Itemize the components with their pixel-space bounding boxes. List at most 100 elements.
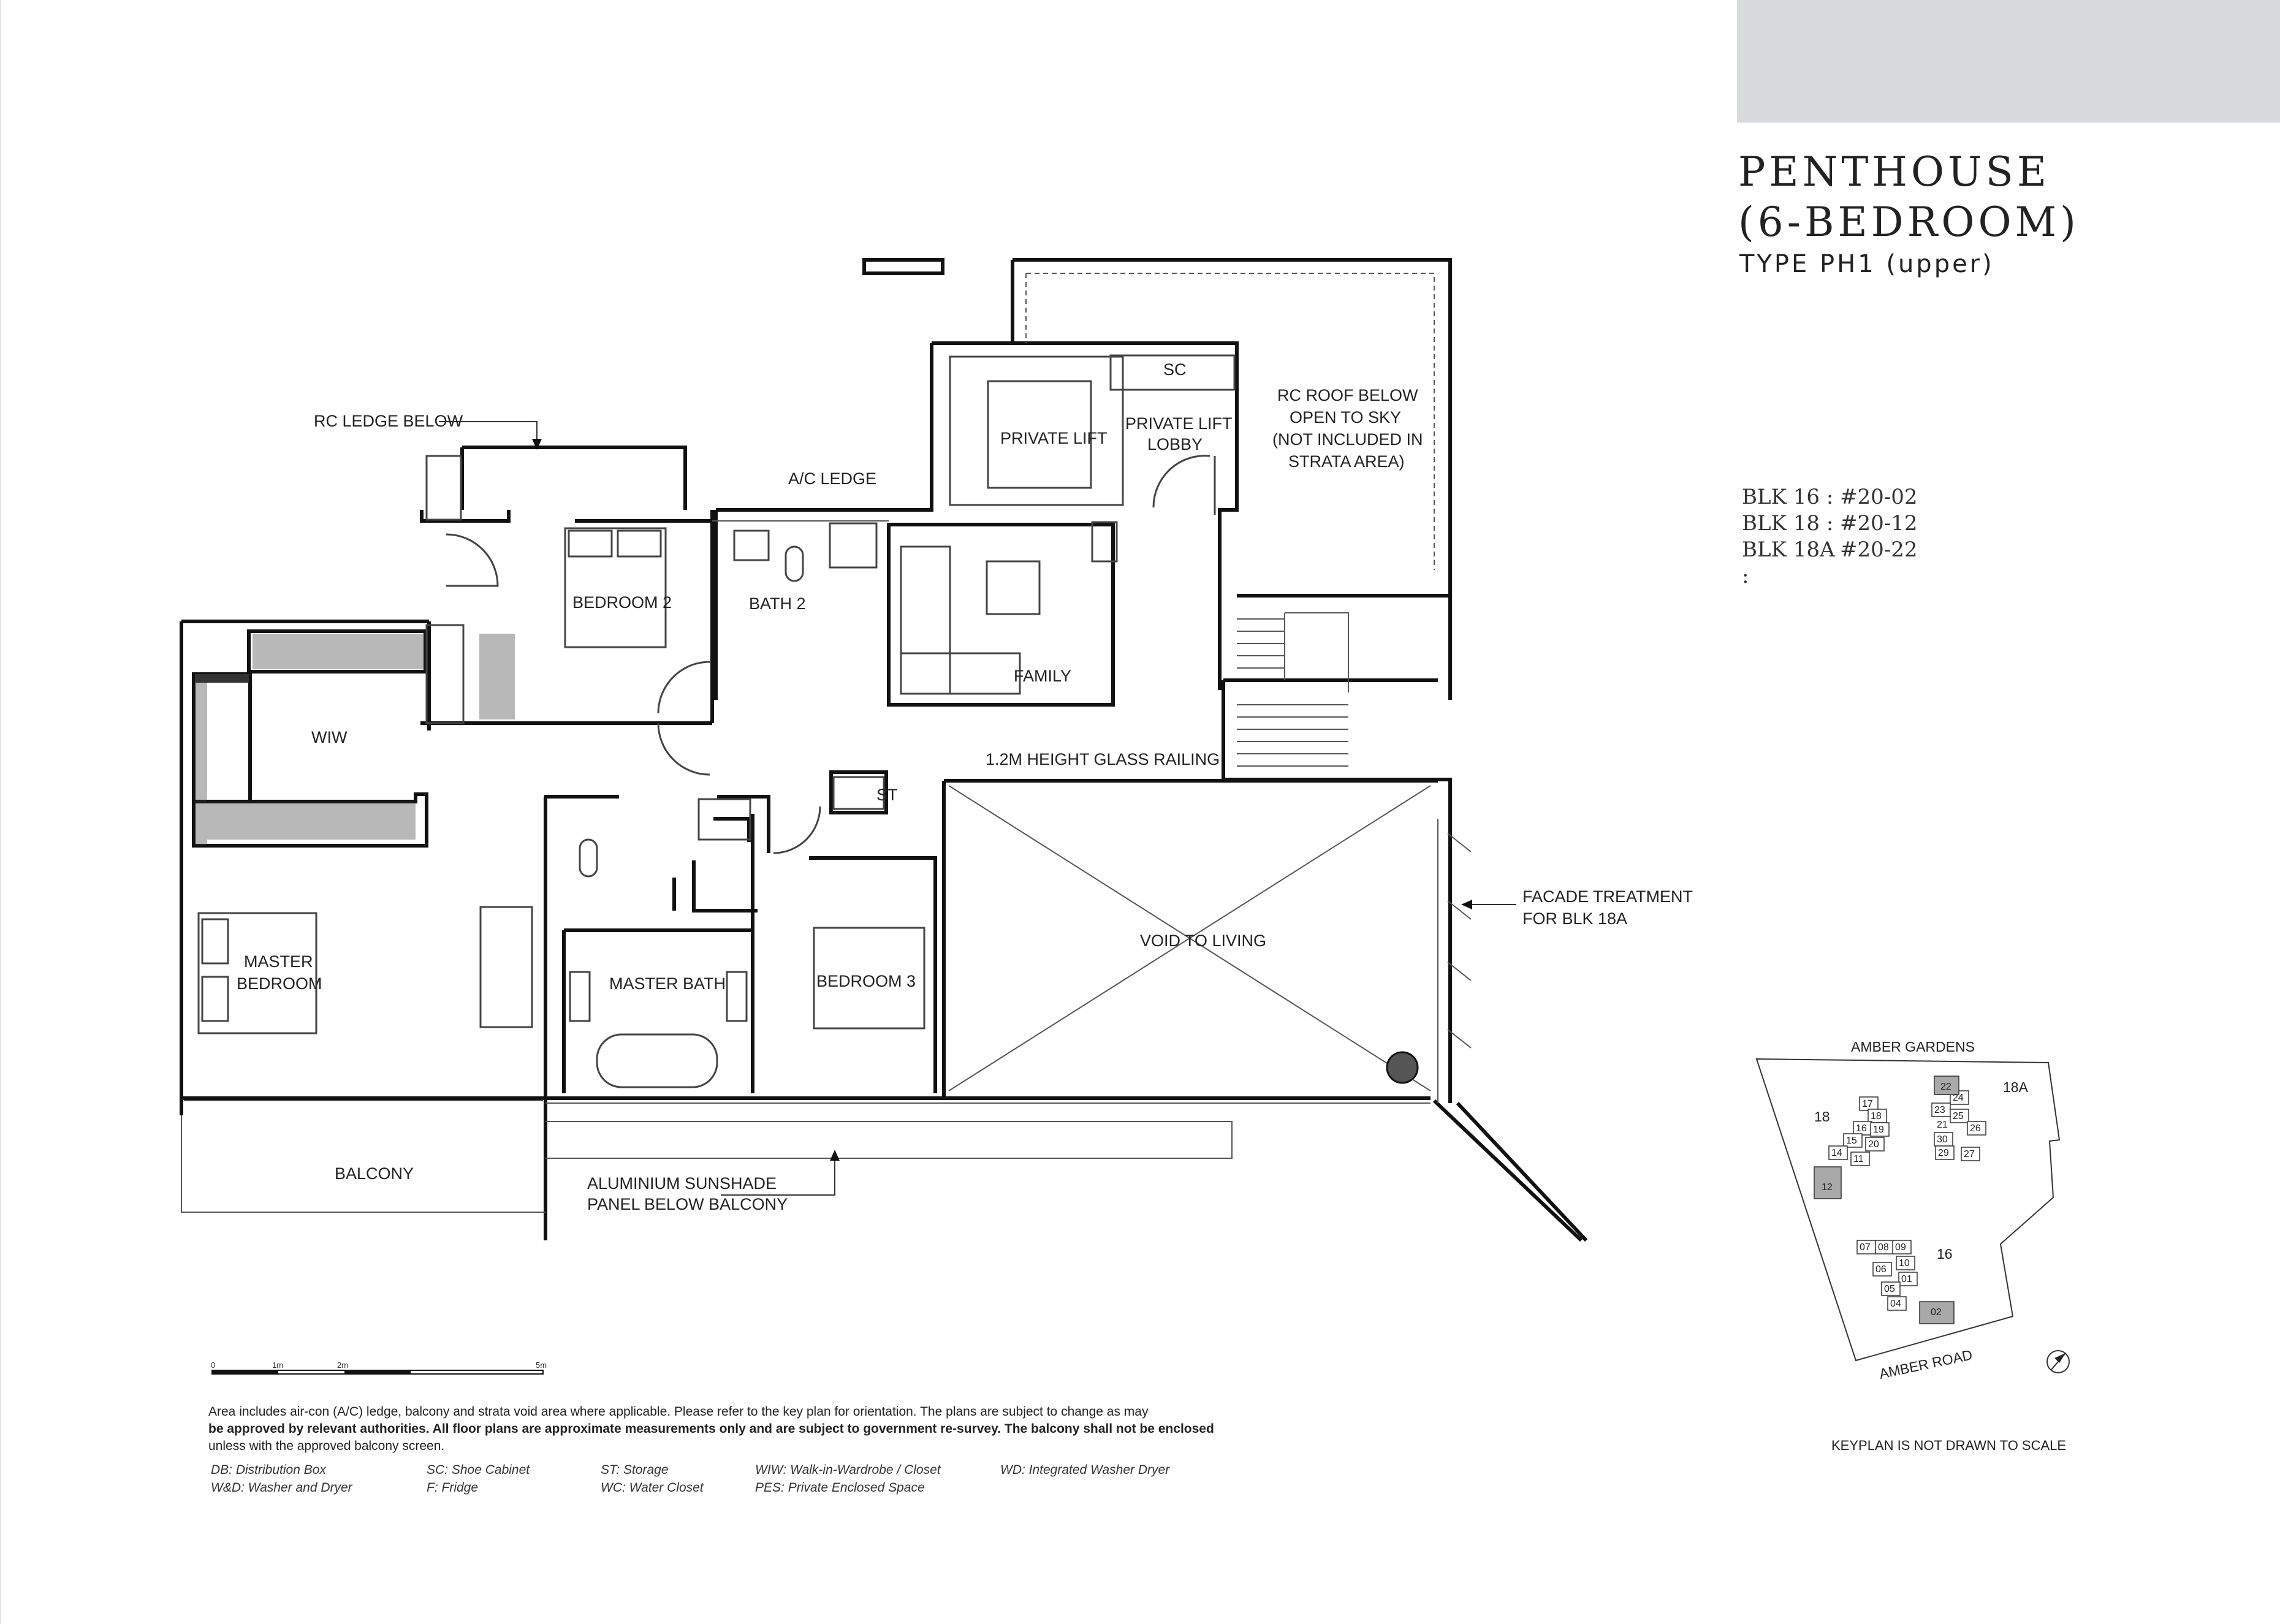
door-swing xyxy=(1152,455,1210,508)
wall xyxy=(562,928,754,1093)
wall xyxy=(932,341,1239,690)
abbr-item: WD: Integrated Washer Dryer xyxy=(1000,1463,1170,1477)
keyplan-unit: 14 xyxy=(1831,1148,1842,1158)
sofa xyxy=(900,545,951,695)
bathtub xyxy=(596,1033,718,1088)
label-rc-roof: OPEN TO SKY xyxy=(1290,408,1401,427)
door-swing xyxy=(773,806,821,854)
label-sc: SC xyxy=(1163,360,1187,379)
wall xyxy=(887,523,1115,707)
label-glass-railing: 1.2M HEIGHT GLASS RAILING xyxy=(986,750,1220,768)
abbr-item: DB: Distribution Box xyxy=(211,1463,326,1477)
wall xyxy=(1432,1099,1583,1242)
header-tab xyxy=(1737,0,2280,123)
label-facade: FOR BLK 18A xyxy=(1522,909,1627,928)
label-balcony: BALCONY xyxy=(335,1164,414,1183)
label-ac-ledge: A/C LEDGE xyxy=(788,469,876,488)
wall xyxy=(180,620,431,1115)
coffee-table xyxy=(986,560,1041,615)
master-pillow xyxy=(201,918,229,965)
page-edge xyxy=(0,0,1,1624)
wall xyxy=(545,781,1431,1100)
block-label: BLK 18A : xyxy=(1742,537,1835,588)
label-sunshade: ALUMINIUM SUNSHADE xyxy=(587,1174,777,1193)
wall xyxy=(1011,258,1452,700)
label-master-bath: MASTER BATH xyxy=(609,974,726,993)
keyplan-unit: 20 xyxy=(1868,1139,1879,1150)
highlight-unit xyxy=(1934,1076,1959,1095)
column-marker xyxy=(1386,1051,1419,1084)
unit-row: BLK 18 :#20-12 xyxy=(1742,510,1918,537)
lift-shaft xyxy=(949,355,1124,506)
keyplan-unit: 15 xyxy=(1846,1136,1857,1146)
scale-tick: 5m xyxy=(536,1360,547,1370)
keyplan-unit: 02 xyxy=(1931,1307,1942,1318)
keyplan-unit: 29 xyxy=(1938,1148,1949,1158)
keyplan-unit: 19 xyxy=(1873,1125,1884,1135)
keyplan: 17 18 16 19 15 20 14 11 12 22 24 23 25 2… xyxy=(1755,1039,2070,1382)
small-shower xyxy=(1091,521,1118,563)
keyplan-unit: 06 xyxy=(1875,1264,1887,1275)
abbr-item: WIW: Walk-in-Wardrobe / Closet xyxy=(755,1463,941,1477)
wall xyxy=(192,792,428,848)
unit-row: BLK 18A :#20-22 xyxy=(1742,537,1918,590)
door-swing xyxy=(657,723,710,776)
label-family: FAMILY xyxy=(1014,667,1071,685)
void-diagonal-2 xyxy=(948,785,1431,1091)
label-rc-roof: (NOT INCLUDED IN xyxy=(1272,430,1423,449)
sofa-master xyxy=(479,906,533,1028)
balcony-rail xyxy=(184,1100,1431,1104)
label-sunshade: PANEL BELOW BALCONY xyxy=(587,1195,788,1213)
bed xyxy=(564,527,667,648)
unit-number: #20-02 xyxy=(1840,485,1918,509)
stair-treads xyxy=(1237,612,1349,767)
keyplan-unit: 25 xyxy=(1953,1111,1964,1121)
scale-tick: 1m xyxy=(272,1360,283,1370)
label-lift-lobby: LOBBY xyxy=(1147,435,1203,453)
disclaimer-line: unless with the approved balcony screen. xyxy=(208,1439,445,1453)
label-rc-roof: STRATA AREA) xyxy=(1288,452,1405,471)
label-st: ST xyxy=(876,786,898,804)
keyplan-unit: 26 xyxy=(1970,1123,1981,1134)
wall xyxy=(862,258,944,275)
wc xyxy=(785,545,804,582)
unit-list: BLK 16 :#20-02 BLK 18 :#20-12 BLK 18A :#… xyxy=(1742,484,1918,590)
abbr-item: WC: Water Closet xyxy=(601,1481,704,1495)
highlight-unit xyxy=(1814,1166,1842,1199)
door-swing xyxy=(446,533,499,587)
unit-number: #20-22 xyxy=(1840,537,1918,562)
label-bedroom-3: BEDROOM 3 xyxy=(816,972,916,990)
facade-rail xyxy=(1437,819,1472,1103)
keyplan-unit: 21 xyxy=(1937,1120,1948,1130)
shower xyxy=(425,455,462,521)
label-lift-lobby: PRIVATE LIFT xyxy=(1125,414,1233,433)
wardrobe-hatch xyxy=(207,802,416,840)
vanity xyxy=(726,971,748,1022)
keyplan-unit: 23 xyxy=(1934,1105,1945,1115)
keyplan-unit: 07 xyxy=(1860,1242,1871,1253)
wall xyxy=(247,629,427,674)
sunshade-panel xyxy=(545,1121,1233,1159)
wall xyxy=(829,770,888,814)
keyplan-unit: 17 xyxy=(1862,1099,1873,1109)
arrow-head xyxy=(830,1150,840,1161)
keyplan-unit: 01 xyxy=(1901,1274,1912,1284)
abbr-item: PES: Private Enclosed Space xyxy=(755,1481,925,1495)
page-title: PENTHOUSE (6-BEDROOM) xyxy=(1738,148,2080,246)
bed3 xyxy=(813,927,925,1030)
basin xyxy=(733,529,770,561)
label-facade: FACADE TREATMENT xyxy=(1522,887,1693,906)
wall xyxy=(714,343,933,700)
wc xyxy=(579,838,598,878)
label-private-lift: PRIVATE LIFT xyxy=(1000,429,1108,447)
keyplan-block: 18 xyxy=(1814,1109,1830,1125)
leader-line xyxy=(439,421,538,444)
keyplan-unit: 10 xyxy=(1899,1258,1910,1269)
sc-box xyxy=(1109,354,1236,391)
abbr-item: SC: Shoe Cabinet xyxy=(427,1463,530,1477)
keyplan-block: 18A xyxy=(2003,1079,2029,1095)
sofa-base xyxy=(900,652,1021,695)
wall xyxy=(1222,678,1438,780)
pillow xyxy=(568,529,613,558)
